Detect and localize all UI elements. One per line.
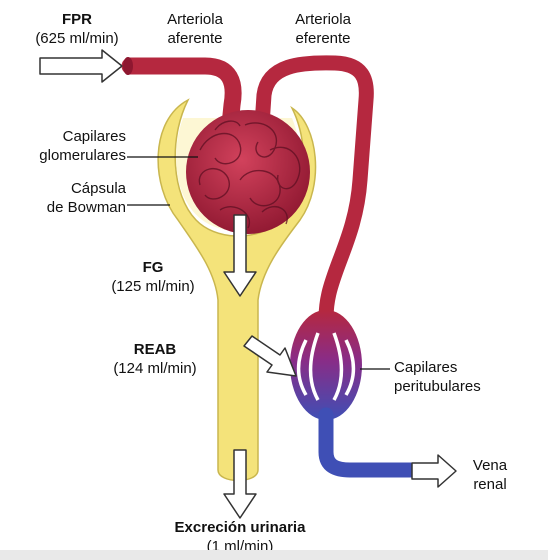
footer-strip (0, 550, 548, 560)
vein-outflow-arrow (411, 454, 457, 488)
capilares-glomerulares-label: Capilares glomerulares (8, 127, 126, 165)
arteriola-aferente-line1: Arteriola (167, 11, 223, 28)
arteriola-eferente-line1: Arteriola (295, 11, 351, 28)
renal-vein (318, 407, 433, 478)
excrecion-title: Excreción urinaria (174, 519, 306, 536)
fpr-label: FPR (625 ml/min) (22, 10, 132, 48)
capilares-peritubulares-line1: Capilares (394, 359, 458, 376)
fg-title: FG (142, 259, 164, 276)
afferent-arteriole (121, 57, 242, 134)
arteriola-aferente-line2: aferente (167, 30, 223, 47)
reab-title: REAB (133, 341, 177, 358)
vena-renal-line2: renal (473, 476, 507, 493)
efferent-arteriole (254, 55, 374, 338)
reab-label: REAB (124 ml/min) (100, 340, 210, 378)
filtration-down-arrow (223, 214, 257, 297)
capsula-bowman-line2: de Bowman (46, 199, 126, 216)
fpr-title: FPR (62, 11, 92, 28)
peritubular-capillary-loops (296, 332, 356, 401)
arteriola-eferente-label: Arteriola eferente (268, 10, 378, 48)
peritubular-capillaries (290, 310, 362, 420)
excretion-down-arrow (223, 449, 257, 519)
afferent-arteriole-opening (123, 57, 133, 75)
capilares-glomerulares-line1: Capilares (62, 128, 126, 145)
reab-value: (124 ml/min) (113, 360, 197, 377)
arteriola-eferente-line2: eferente (295, 30, 351, 47)
capsula-bowman-line1: Cápsula (70, 180, 126, 197)
capsula-bowman-label: Cápsula de Bowman (8, 179, 126, 217)
capilares-peritubulares-label: Capilares peritubulares (394, 358, 514, 396)
glomerular-capillary-loops (198, 120, 301, 229)
capilares-peritubulares-line2: peritubulares (394, 378, 481, 395)
fpr-inflow-arrow (39, 49, 123, 83)
fg-value: (125 ml/min) (111, 278, 195, 295)
vena-renal-label: Vena renal (460, 456, 520, 494)
reabsorption-arrow (243, 335, 297, 377)
arteriola-aferente-label: Arteriola aferente (140, 10, 250, 48)
vena-renal-line1: Vena (472, 457, 508, 474)
fpr-value: (625 ml/min) (35, 30, 119, 47)
capilares-glomerulares-line2: glomerulares (39, 147, 126, 164)
fg-label: FG (125 ml/min) (98, 258, 208, 296)
glomerulus (186, 110, 310, 234)
